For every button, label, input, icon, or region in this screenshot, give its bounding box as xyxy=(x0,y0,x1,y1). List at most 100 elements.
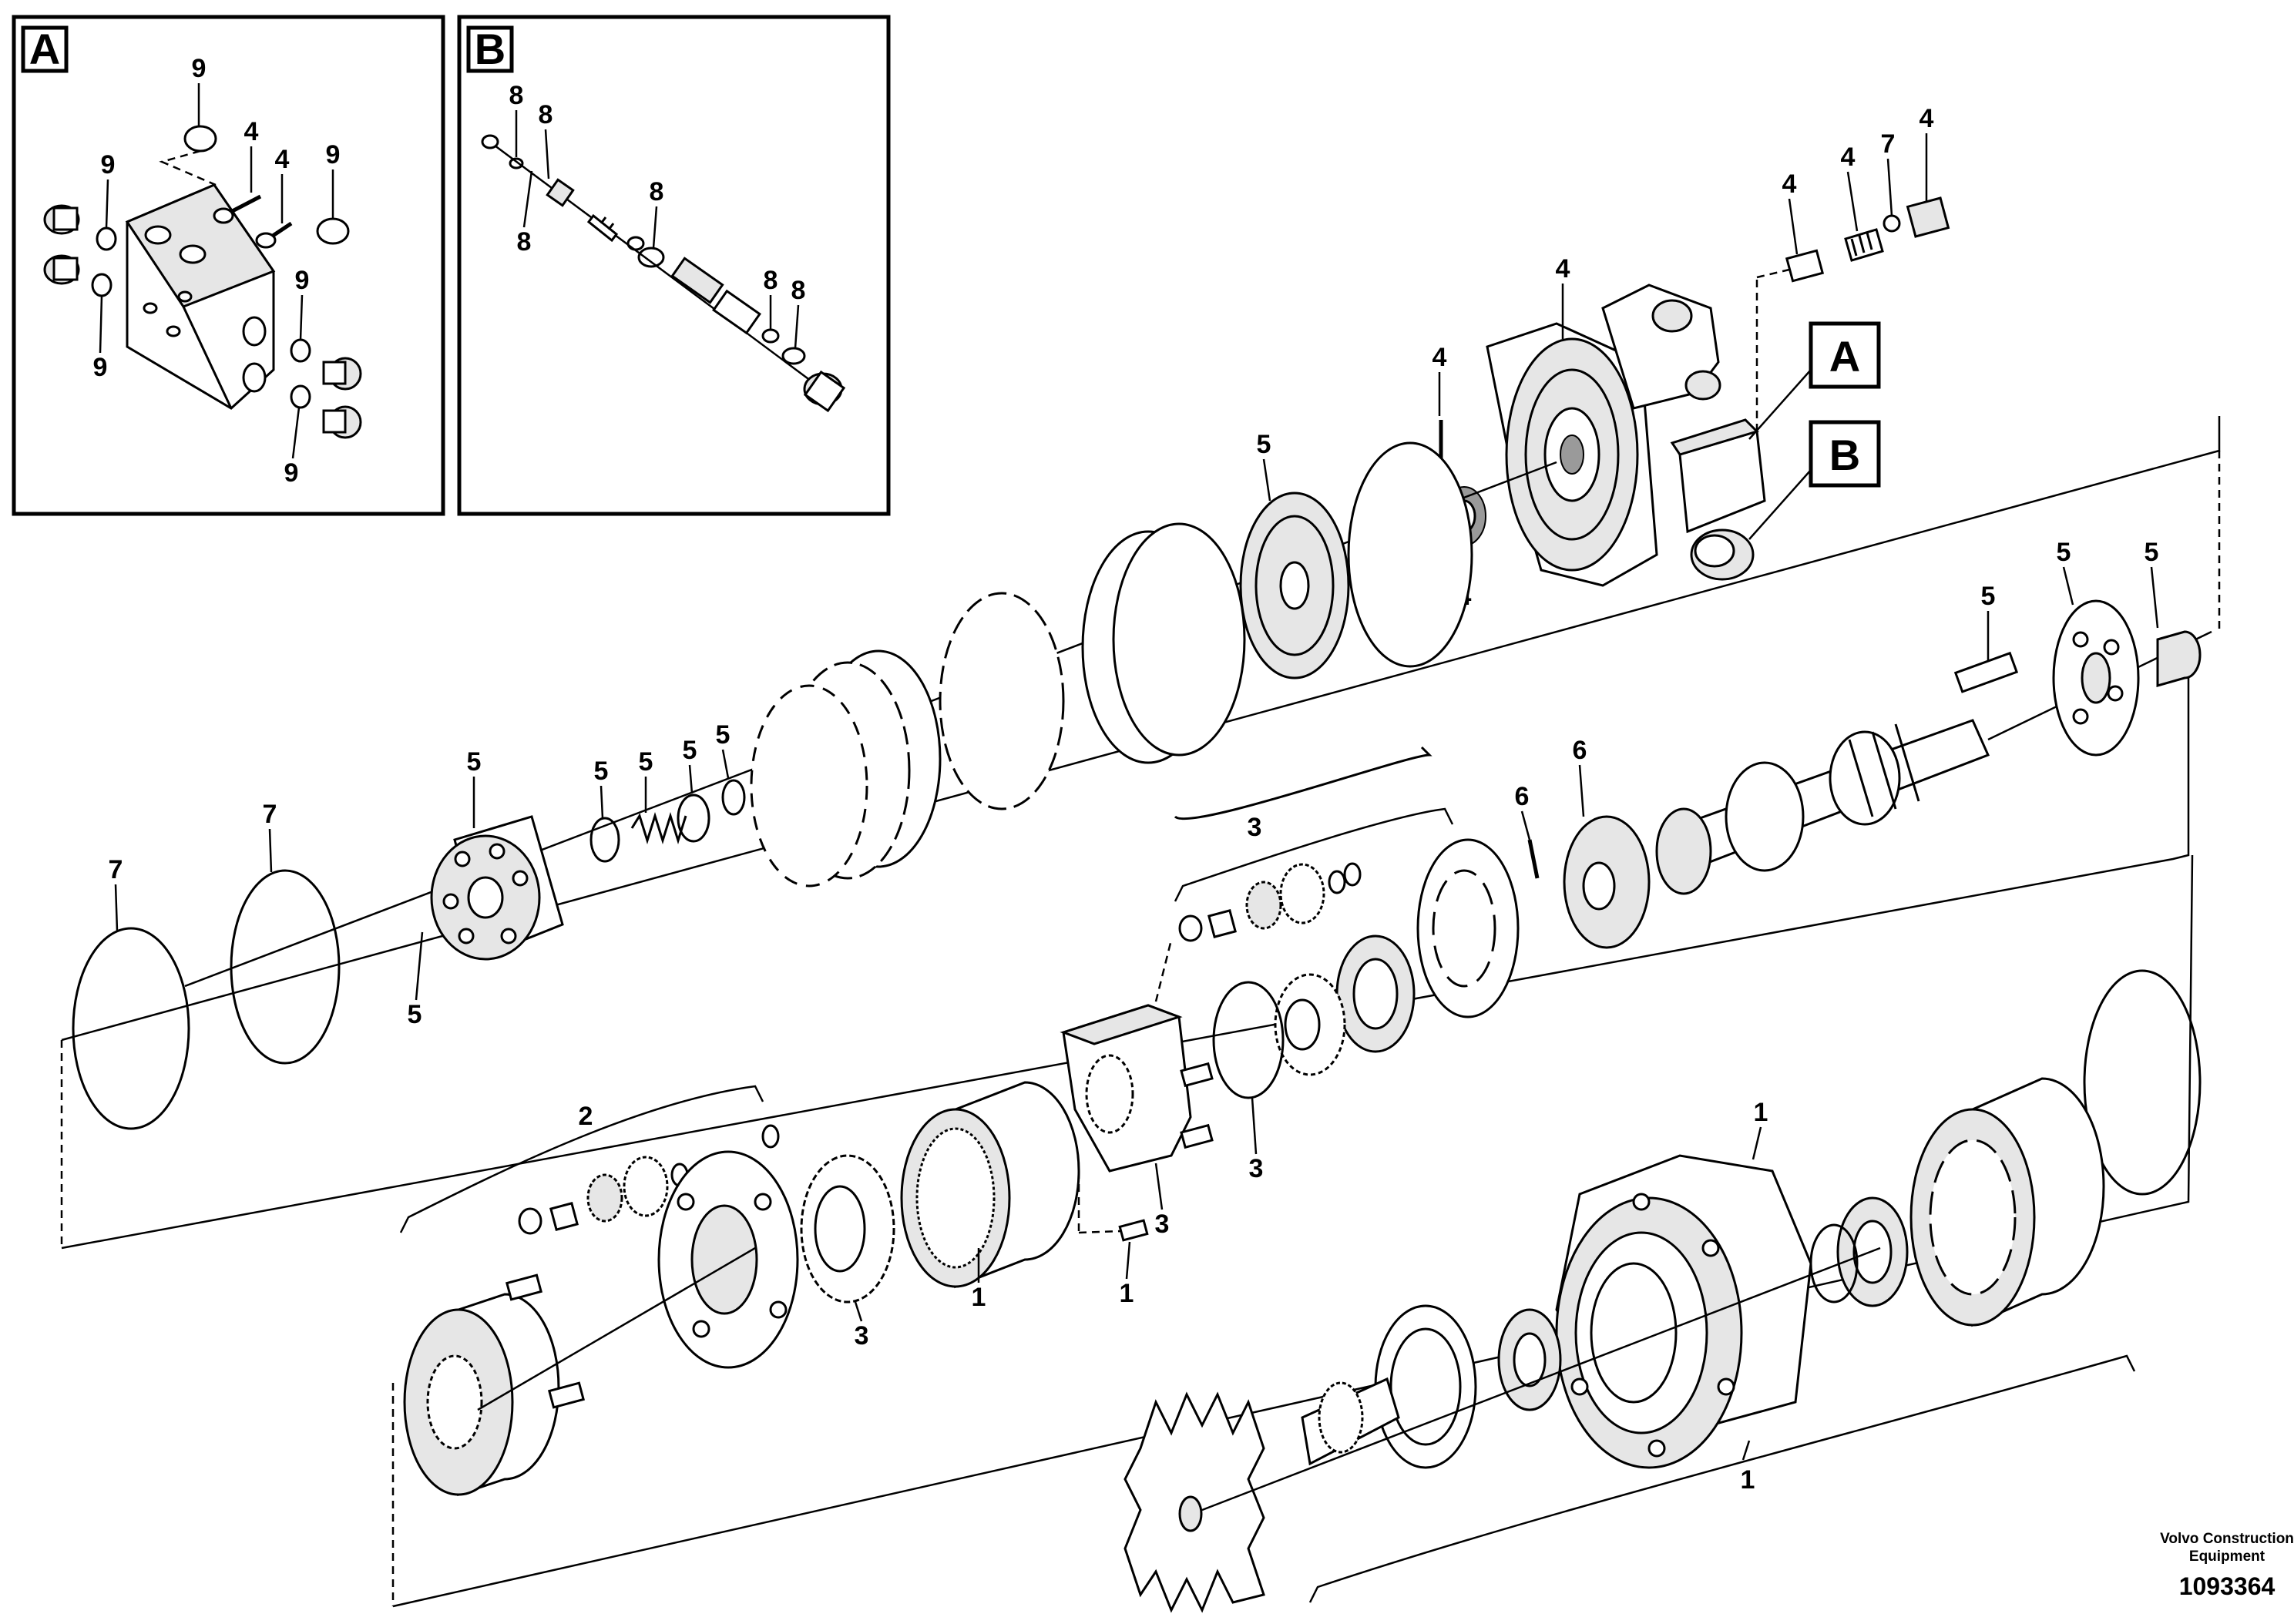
ring-gear-housing xyxy=(1416,838,1520,1018)
planet-carrier xyxy=(1060,1004,1214,1173)
hub-bearing xyxy=(1809,1196,1909,1307)
bushing-5 xyxy=(2156,630,2202,687)
drawing-number: 1093364 xyxy=(2179,1572,2276,1600)
callout-1-pin: 1 xyxy=(1120,1279,1134,1308)
inset-a-letter: A xyxy=(29,25,60,73)
callout-7-left: 7 xyxy=(109,855,123,884)
inset-a-letter-box xyxy=(21,25,69,73)
callout-4-housing: 4 xyxy=(1556,254,1570,284)
oring-7-right xyxy=(230,869,341,1065)
callout-3-carrier: 3 xyxy=(1155,1210,1170,1239)
brand-line-1: Volvo Construction xyxy=(2160,1531,2294,1547)
callout-5-cylinder: 5 xyxy=(467,747,482,777)
bracket-1 xyxy=(1308,1354,2136,1603)
inset-b-letter: B xyxy=(475,25,505,73)
sun-gear-3 xyxy=(800,1154,895,1304)
friction-plates xyxy=(750,592,1065,887)
hub-housing xyxy=(1555,1154,1812,1469)
callout-8-b-3: 8 xyxy=(517,227,532,257)
oring-lower xyxy=(2083,969,2202,1196)
seal-ring-mid xyxy=(1212,981,1285,1099)
cylinder-block xyxy=(430,815,564,961)
main-bearing xyxy=(1335,934,1416,1053)
bracket-3-upper xyxy=(1174,807,1454,902)
callout-5-shaft-pin: 5 xyxy=(1981,582,1996,611)
ref-box-b: B xyxy=(1748,420,1881,540)
bracket-2 xyxy=(399,1085,764,1233)
callout-8-b-6: 8 xyxy=(791,276,806,305)
planet-set-3 xyxy=(1174,746,1432,942)
callout-8-b-4: 8 xyxy=(650,177,664,206)
valve-block-a xyxy=(125,183,276,410)
motor-housing xyxy=(1486,284,1766,587)
callout-6-pin: 6 xyxy=(1515,782,1530,811)
callout-4-plug-2: 4 xyxy=(1841,143,1856,172)
footer: Volvo Construction Equipment 1093364 xyxy=(2160,1531,2294,1600)
inset-b-frame xyxy=(457,15,891,516)
callout-8-b-2: 8 xyxy=(539,100,553,129)
inset-b-letter-box xyxy=(466,25,514,73)
callout-2-bracket: 2 xyxy=(579,1102,593,1131)
callout-4-plug-1: 4 xyxy=(1782,169,1797,199)
ref-box-a-letter: A xyxy=(1829,332,1860,381)
ref-box-a: A xyxy=(1748,321,1881,440)
bearing-carrier xyxy=(1527,815,1651,949)
callout-9-a-left-bottom: 9 xyxy=(93,353,108,382)
callout-5-bushing: 5 xyxy=(2145,538,2159,567)
callout-3-seal: 3 xyxy=(1249,1154,1264,1183)
callout-1-bracket: 1 xyxy=(1741,1465,1755,1495)
callout-5-washer: 5 xyxy=(683,736,697,765)
valve-spool-b xyxy=(481,134,846,413)
callout-4-plug-3: 4 xyxy=(1920,104,1934,133)
pinion-gear xyxy=(1123,1377,1400,1613)
callout-3-sun-gear: 3 xyxy=(855,1321,869,1351)
callout-6-carrier: 6 xyxy=(1573,736,1587,765)
pin-1 xyxy=(1118,1219,1149,1242)
callout-4-a-right: 4 xyxy=(275,145,290,174)
callout-8-b-1: 8 xyxy=(509,81,524,110)
inset-a: A xyxy=(12,15,445,516)
callout-9-a-top: 9 xyxy=(192,54,207,83)
drive-shaft xyxy=(1655,630,2212,895)
callout-9-a-right-mid: 9 xyxy=(295,266,310,295)
callout-3-bracket: 3 xyxy=(1248,813,1262,842)
plugs-right-a xyxy=(290,338,362,439)
oring-7-left xyxy=(72,927,190,1130)
callout-7-right: 7 xyxy=(263,800,277,829)
ring-gear-1 xyxy=(900,1081,1080,1289)
callout-1-hub: 1 xyxy=(1754,1098,1768,1127)
callout-4-a-left: 4 xyxy=(244,117,259,146)
callout-9-a-left-top: 9 xyxy=(101,150,116,180)
callout-4-pin: 4 xyxy=(1432,343,1447,372)
sun-carrier xyxy=(403,1273,586,1497)
bolts-a xyxy=(183,125,350,249)
gasket-large xyxy=(1347,441,1473,668)
callout-5-retainer: 5 xyxy=(2057,538,2071,567)
callout-5-spring: 5 xyxy=(639,747,653,777)
plugs-left-a xyxy=(43,204,117,297)
planet-gear-mid xyxy=(1274,973,1346,1076)
callout-8-b-5: 8 xyxy=(764,266,778,295)
callout-5-shim: 5 xyxy=(594,757,609,786)
callout-5-ring: 5 xyxy=(716,720,731,750)
spring-stack xyxy=(589,794,710,863)
valve-plate xyxy=(1239,492,1350,679)
retainer-plate xyxy=(2052,599,2140,757)
callout-9-a-right-top: 9 xyxy=(326,140,341,169)
lower-axis xyxy=(1201,1247,1881,1512)
inset-b: B 8 8 8 8 8 8 xyxy=(457,15,891,516)
callout-9-a-bottom: 9 xyxy=(284,458,299,488)
ring-band xyxy=(1081,522,1246,764)
callout-1-ring-gear: 1 xyxy=(972,1283,986,1312)
inset-a-frame xyxy=(12,15,445,516)
callout-7-plug: 7 xyxy=(1881,129,1896,159)
hub-bearing-inner xyxy=(1497,1308,1562,1411)
callout-5-valve-plate: 5 xyxy=(1257,430,1271,459)
ref-box-b-letter: B xyxy=(1829,431,1860,479)
pin-5-shaft xyxy=(1953,651,2019,693)
planet-set-2 xyxy=(518,1156,689,1235)
callout-5-pin: 5 xyxy=(408,1000,422,1029)
brand-line-2: Equipment xyxy=(2189,1549,2265,1565)
